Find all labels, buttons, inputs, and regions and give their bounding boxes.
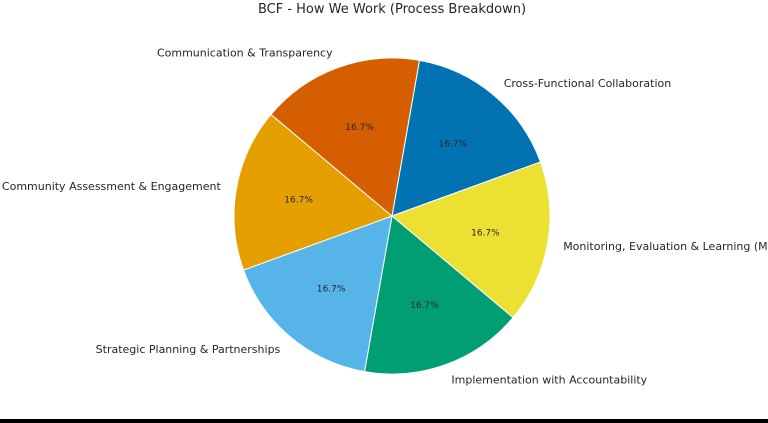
slice-category-label: Community Assessment & Engagement <box>2 180 222 193</box>
percent-labels: 16.7% 16.7% 16.7% 16.7% 16.7% 16.7% <box>284 123 500 311</box>
bottom-border <box>0 419 768 423</box>
category-labels: Cross-Functional CollaborationMonitoring… <box>2 47 768 387</box>
slice-category-label: Strategic Planning & Partnerships <box>96 343 281 356</box>
slice-percent-label: 16.7% <box>345 123 374 133</box>
slice-category-label: Communication & Transparency <box>157 47 333 60</box>
pie-slice <box>391 161 551 319</box>
pie-slice <box>270 57 421 217</box>
pie-slices <box>233 57 551 375</box>
slice-percent-label: 16.7% <box>284 196 313 206</box>
slice-category-label: Implementation with Accountability <box>451 373 647 386</box>
chart-title: BCF - How We Work (Process Breakdown) <box>258 2 526 17</box>
pie-slice <box>363 215 514 375</box>
pie-slice <box>391 59 542 217</box>
slice-percent-label: 16.7% <box>439 139 468 149</box>
slice-category-label: Monitoring, Evaluation & Learning (ME <box>563 240 768 253</box>
pie-slice <box>242 215 393 373</box>
slice-percent-label: 16.7% <box>410 301 439 311</box>
slice-percent-label: 16.7% <box>317 285 346 295</box>
slice-percent-label: 16.7% <box>471 229 500 239</box>
pie-slice <box>233 113 393 271</box>
slice-category-label: Cross-Functional Collaboration <box>504 77 672 90</box>
